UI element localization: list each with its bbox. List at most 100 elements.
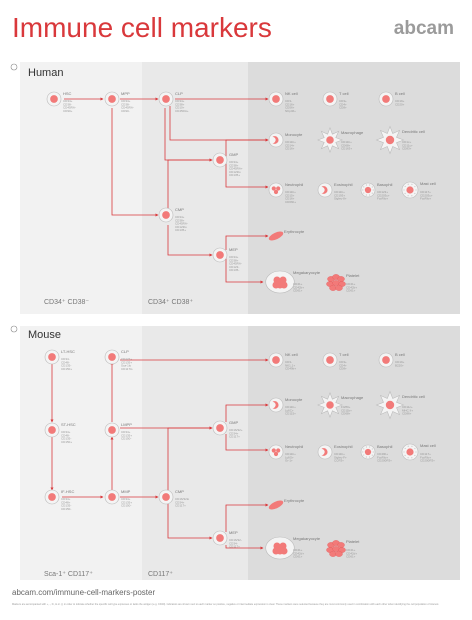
mouse-neutrophil-marker: CD11b+: [285, 452, 296, 456]
mouse-mast-granule: [411, 445, 413, 447]
mouse-mep-marker: CD16/32-: [229, 538, 242, 542]
mouse-dendritic-marker: MHC II+: [402, 408, 413, 412]
human-mpp-marker: CD38-: [121, 102, 130, 106]
mouse-mmp-nucleus: [108, 493, 116, 501]
human-dendritic-marker: CD11c+: [402, 143, 413, 147]
mouse-nk-marker: CD49b+: [285, 367, 296, 371]
human-macrophage-nucleus: [326, 136, 334, 144]
human-basophil-marker: CD203c+: [377, 193, 390, 197]
human-mpp-nucleus: [108, 95, 116, 103]
human-basophil-granule: [371, 186, 373, 188]
mouse-mep-label: MEP: [229, 530, 238, 535]
mouse-basophil-marker: FcεRIα+: [377, 455, 388, 459]
human-mast-granule: [414, 192, 416, 195]
human-mep-to-megakaryocyte-arrow: [225, 258, 264, 284]
human-basophil-nucleus: [364, 186, 372, 194]
mouse-neutrophil-lobe: [273, 451, 279, 457]
human-nk-marker: CD3-: [285, 99, 292, 103]
mouse-lmpp-label: LMPP: [121, 422, 132, 427]
mouse-eosinophil-label: Eosinophil: [334, 444, 353, 449]
human-cmp-label: CMP: [175, 207, 184, 212]
mouse-platelet-marker: CD61+: [346, 555, 356, 559]
human-hsc-marker: CD38-: [63, 102, 72, 106]
human-monocyte-label: Monocyte: [285, 132, 303, 137]
mouse-mast-marker: CD200R3+: [420, 459, 435, 463]
human-mast-marker: CD117+: [420, 190, 431, 194]
mouse-gmp-nucleus: [216, 424, 224, 432]
human-mep-marker: CD34+: [229, 255, 239, 259]
mouse-neutrophil-lobe: [276, 448, 281, 453]
mouse-nk-label: NK cell: [285, 352, 298, 357]
human-macrophage-marker: CD11b+: [341, 140, 352, 144]
mouse-ifhsc-label: IF-HSC: [61, 489, 74, 494]
human-monocyte-nucleus: [272, 136, 279, 144]
mouse-gmp-to-neutrophil-arrow: [225, 434, 269, 452]
human-eosinophil-marker: CD11b+: [334, 190, 345, 194]
mouse-region-mid-label: CD117⁺: [148, 571, 173, 578]
mouse-macrophage-marker: CD68+: [341, 412, 351, 416]
mouse-ifhsc-marker: CD48+: [61, 500, 71, 504]
footer-url[interactable]: abcam.com/immune-cell-markers-poster: [12, 588, 156, 597]
human-mast-granule: [411, 183, 413, 185]
human-cmp-to-mep-arrow: [167, 225, 213, 257]
human-neutrophil-label: Neutrophil: [285, 182, 303, 187]
mouse-gmp-marker: CD34+: [229, 431, 239, 435]
mouse-cmp-to-mep-arrow: [167, 503, 213, 540]
mouse-lthsc-marker: CD34-: [61, 357, 70, 361]
human-gmp-marker: CD135+: [229, 173, 240, 177]
human-gmp-marker: CD34+: [229, 160, 239, 164]
human-macrophage-marker: CD163+: [341, 147, 352, 151]
mouse-macrophage-nucleus: [326, 401, 334, 409]
mouse-mast-marker: FcεRIα+: [420, 455, 431, 459]
human-t-marker: CD4+: [339, 102, 347, 106]
mouse-basophil-marker: CD200R3+: [377, 459, 392, 463]
human-cmp-marker: CD123lo: [175, 225, 187, 229]
human-basophil-granule: [363, 186, 365, 188]
mouse-gmp-marker: CD117+: [229, 435, 240, 439]
human-cmp-marker: CD38+: [175, 218, 185, 222]
mouse-clp-marker: Sca-1lo: [121, 364, 132, 368]
mouse-monocyte-label: Monocyte: [285, 397, 303, 402]
human-region-left-bg: [20, 62, 142, 314]
human-basophil-marker: CD123+: [377, 190, 388, 194]
mouse-lmpp-nucleus: [108, 426, 116, 434]
mouse-clp-marker: CD127+: [121, 357, 132, 361]
page-title: Immune cell markers: [12, 12, 272, 43]
mouse-eosinophil-marker: Siglec-F+: [334, 455, 347, 459]
human-mpp-marker: CD90-: [121, 109, 130, 113]
mouse-nk-marker: NK1.1+: [285, 363, 295, 367]
human-mep-marker: CD38+: [229, 258, 239, 262]
mouse-mast-granule: [404, 447, 406, 450]
human-megakaryocyte-label: Megakaryocyte: [293, 270, 321, 275]
mouse-basophil-granule: [371, 454, 373, 456]
mouse-dendritic-nucleus: [385, 400, 395, 410]
mouse-clp-marker: CD135+: [121, 360, 132, 364]
human-mast-granule: [415, 189, 417, 191]
human-eosinophil-marker: Siglec-8+: [334, 197, 347, 201]
mouse-erythrocyte-shape: [268, 500, 284, 510]
human-hsc-marker: CD34+: [63, 99, 73, 103]
mouse-basophil-granule: [372, 451, 374, 453]
human-basophil-granule: [369, 184, 371, 186]
human-gmp-marker: CD38+: [229, 163, 239, 167]
human-clp-label: CLP: [175, 91, 183, 96]
human-hsc-label: HSC: [63, 91, 72, 96]
human-t-marker: CD3+: [339, 99, 347, 103]
human-t-marker: CD8+: [339, 106, 347, 110]
mouse-monocyte-marker: CD115+: [285, 412, 296, 416]
